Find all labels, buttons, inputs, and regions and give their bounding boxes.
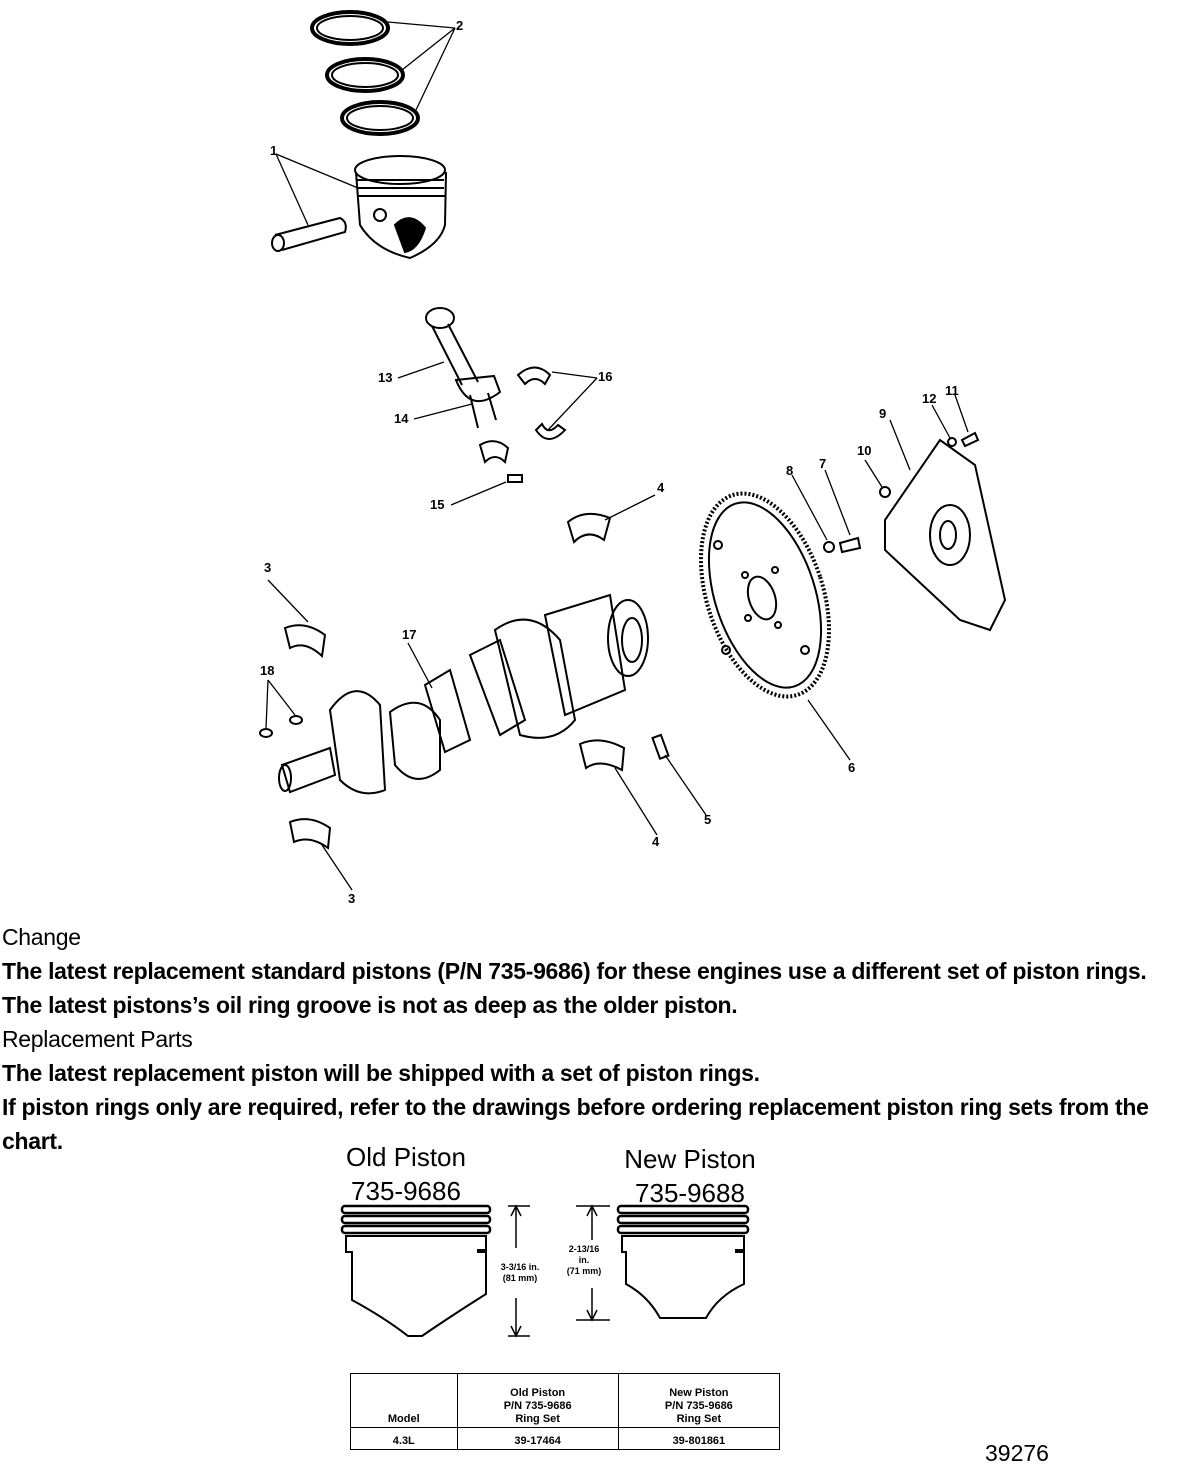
piston-rings xyxy=(310,10,420,136)
piston-comparison-drawing xyxy=(340,1204,750,1338)
callout-10: 10 xyxy=(857,443,872,458)
callout-9: 9 xyxy=(879,406,887,421)
cell-new-ring-set: 39-801861 xyxy=(617,1427,781,1450)
callout-4a: 4 xyxy=(657,480,665,495)
text-line-5: chart. xyxy=(2,1128,63,1154)
figure-number: 39276 xyxy=(985,1440,1049,1466)
callout-5: 5 xyxy=(704,812,712,827)
piston xyxy=(354,155,447,260)
heading-replacement-parts: Replacement Parts xyxy=(2,1026,193,1052)
callout-4b: 4 xyxy=(652,834,660,849)
old-piston-dimension: 3-3/16 in. (81 mm) xyxy=(500,1262,540,1283)
callout-7: 7 xyxy=(819,456,827,471)
heading-change: Change xyxy=(2,924,81,950)
old-piston-drawing xyxy=(340,1204,492,1337)
flywheel xyxy=(699,491,831,699)
piston-pin xyxy=(271,216,347,252)
callout-3b: 3 xyxy=(348,891,356,906)
new-piston-drawing xyxy=(616,1204,750,1319)
callout-2: 2 xyxy=(456,18,464,33)
text-line-3: The latest replacement piston will be sh… xyxy=(2,1060,760,1086)
callout-15: 15 xyxy=(430,497,445,512)
callout-12: 12 xyxy=(922,391,937,406)
callout-18: 18 xyxy=(260,663,275,678)
callout-14: 14 xyxy=(394,411,409,426)
callout-1: 1 xyxy=(270,143,278,158)
cell-old-ring-set: 39-17464 xyxy=(456,1427,619,1450)
instruction-text: Change The latest replacement standard p… xyxy=(2,920,1200,1158)
text-line-1: The latest replacement standard pistons … xyxy=(2,958,1147,984)
crankshaft xyxy=(278,593,649,795)
text-line-4: If piston rings only are required, refer… xyxy=(2,1094,1149,1120)
callout-17: 17 xyxy=(402,627,417,642)
old-piston-title: Old Piston 735-9686 xyxy=(346,1142,466,1206)
new-piston-title: New Piston 735-9688 xyxy=(624,1144,756,1208)
cell-model: 4.3L xyxy=(350,1427,458,1450)
callout-3a: 3 xyxy=(264,560,272,575)
bearing-shells xyxy=(283,366,626,850)
table-row: 4.3L 39-17464 39-801861 xyxy=(350,1427,781,1450)
text-line-2: The latest pistons’s oil ring groove is … xyxy=(2,992,738,1018)
callout-8: 8 xyxy=(786,463,794,478)
callout-13: 13 xyxy=(378,370,393,385)
callout-11: 11 xyxy=(945,383,959,398)
header-model: Model xyxy=(350,1373,458,1428)
connecting-rod xyxy=(425,307,502,429)
callout-6: 6 xyxy=(848,760,856,775)
callout-16: 16 xyxy=(598,369,613,384)
flexplate xyxy=(884,438,1007,632)
exploded-parts-diagram xyxy=(259,10,1007,891)
new-piston-dimension: 2-13/16 in. (71 mm) xyxy=(566,1244,602,1276)
